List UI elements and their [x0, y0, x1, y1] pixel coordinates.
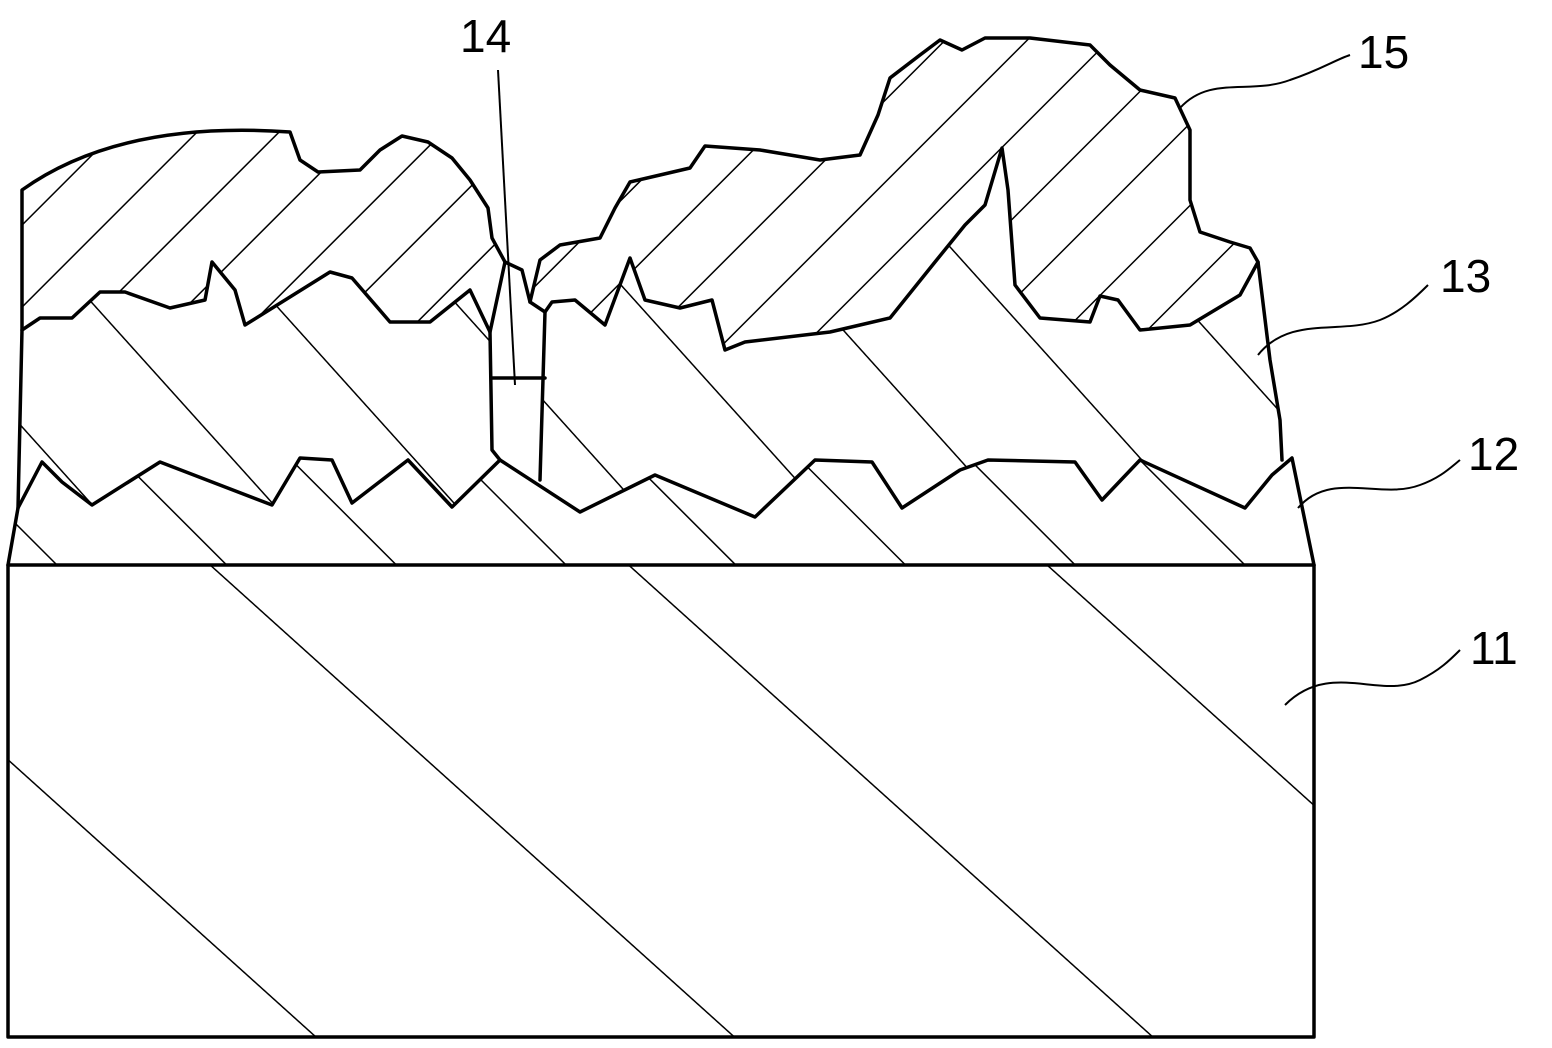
leader-15 — [1179, 54, 1351, 109]
label-15: 15 — [1358, 26, 1409, 78]
label-11: 11 — [1470, 622, 1518, 674]
label-14: 14 — [460, 10, 511, 62]
leader-14 — [497, 69, 516, 386]
top-coating-layer — [20, 36, 1260, 350]
leader-11 — [1284, 649, 1461, 706]
leader-lines — [497, 54, 1461, 706]
label-12: 12 — [1468, 428, 1519, 480]
label-13: 13 — [1440, 250, 1491, 302]
leader-12 — [1297, 459, 1461, 509]
reference-labels: 11 12 13 14 15 — [460, 10, 1519, 674]
gap-region — [488, 260, 547, 380]
substrate-layer — [6, 563, 1316, 1039]
leader-13 — [1257, 284, 1429, 356]
